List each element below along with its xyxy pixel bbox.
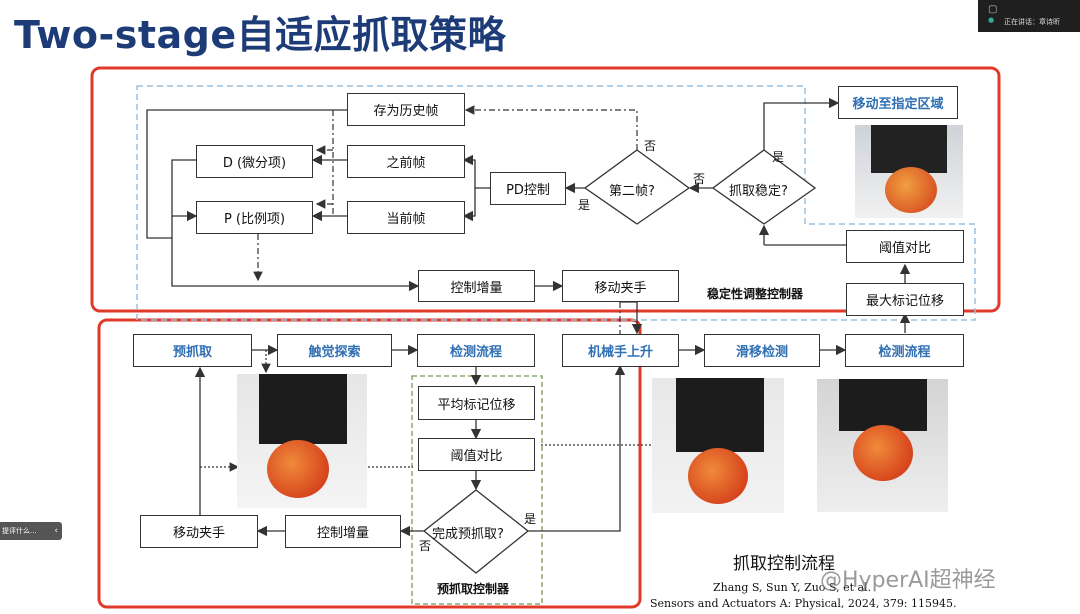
yes-label-1: 是 (578, 198, 591, 212)
p-term-box: P (比例项) (196, 201, 313, 234)
pre-grasp-box: 预抓取 (133, 334, 252, 367)
side-tab[interactable]: 提评什么... ‹ (0, 522, 62, 540)
done-pregrasp-decision: 完成预抓取? (432, 527, 504, 542)
no-label-3: 否 (419, 539, 432, 553)
gripper-photo-upper (855, 125, 963, 218)
speaker-name: 章诗昕 (1039, 18, 1060, 26)
move-to-zone-box: 移动至指定区域 (838, 86, 958, 119)
grasp-stable-decision: 抓取稳定? (729, 184, 788, 199)
detect-flow-box: 检测流程 (417, 334, 535, 367)
threshold-compare-box-lower: 阈值对比 (418, 438, 535, 471)
gripper-photo-3 (817, 379, 948, 512)
gripper-photo-2 (652, 378, 784, 513)
control-increment-box-lower: 控制增量 (285, 515, 401, 548)
d-term-box: D (微分项) (196, 145, 313, 178)
yes-label-3: 是 (524, 512, 537, 526)
yes-label-2: 是 (772, 150, 785, 164)
move-gripper-box-lower: 移动夹手 (140, 515, 258, 548)
threshold-compare-box-upper: 阈值对比 (846, 230, 964, 263)
gripper-photo-1 (237, 374, 367, 508)
stability-controller-label: 稳定性调整控制器 (707, 287, 804, 301)
citation-journal: Sensors and Actuators A: Physical, 2024,… (650, 597, 957, 610)
max-marker-disp-box: 最大标记位移 (846, 283, 964, 316)
no-label-2: 否 (693, 172, 706, 186)
slide-title: Two-stage自适应抓取策略 (14, 13, 507, 57)
control-increment-box-upper: 控制增量 (418, 270, 535, 302)
side-tab-label: 提评什么... (2, 527, 37, 535)
second-frame-decision: 第二帧? (609, 184, 655, 199)
pregrasp-controller-label: 预抓取控制器 (437, 582, 510, 596)
avg-marker-disp-box: 平均标记位移 (418, 386, 535, 420)
move-gripper-box-upper: 移动夹手 (562, 270, 679, 302)
no-label-1: 否 (644, 139, 657, 153)
citation-authors: Zhang S, Sun Y, Zuo S, et al. (713, 581, 872, 594)
mic-icon: ● (988, 16, 995, 24)
curr-frame-box: 当前帧 (347, 201, 465, 234)
tactile-explore-box: 触觉探索 (277, 334, 392, 367)
watermark: @HyperAI超神经 (820, 568, 996, 593)
window-icon: ▢ (988, 4, 998, 15)
pd-control-box: PD控制 (490, 172, 566, 205)
speaking-label: 正在讲话： (1004, 18, 1039, 26)
chevron-left-icon: ‹ (54, 526, 58, 536)
meeting-overlay: ▢ ● 正在讲话：章诗昕 (978, 0, 1080, 32)
flow-title: 抓取控制流程 (733, 554, 835, 574)
detect-flow-box-2: 检测流程 (845, 334, 964, 367)
prev-frame-box: 之前帧 (347, 145, 465, 178)
store-history-box: 存为历史帧 (347, 93, 465, 126)
arm-raise-box: 机械手上升 (562, 334, 679, 367)
slip-detect-box: 滑移检测 (704, 334, 820, 367)
